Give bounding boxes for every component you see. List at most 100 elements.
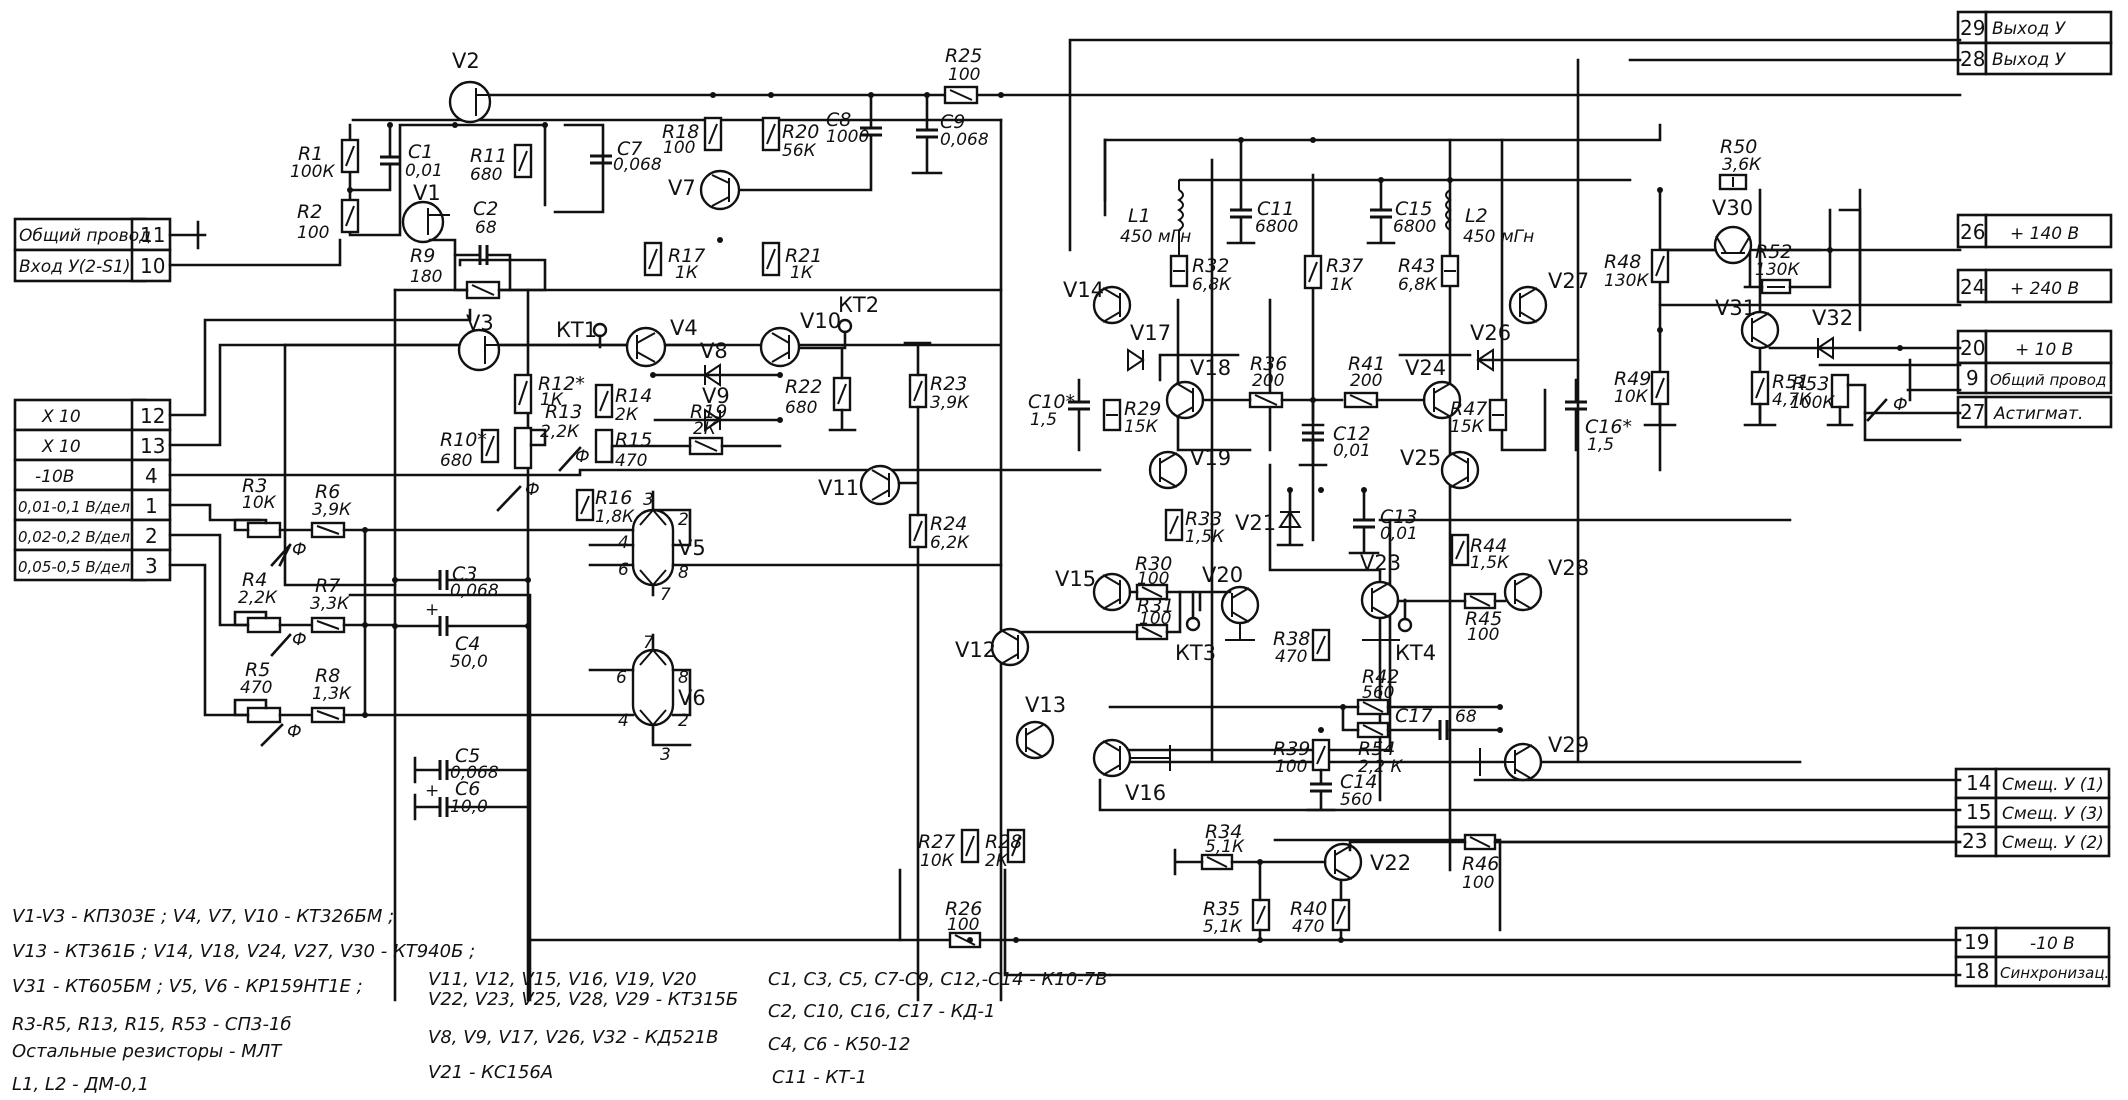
connector-pin: 18 (1964, 959, 1989, 983)
svg-text:4,7К: 4,7К (1772, 390, 1812, 410)
connector-pin: 2 (145, 524, 158, 548)
svg-text:1,5К: 1,5К (1185, 527, 1225, 547)
svg-text:560: 560 (1340, 790, 1372, 810)
svg-text:100: 100 (1467, 625, 1499, 645)
svg-text:68: 68 (1455, 707, 1477, 727)
svg-text:V20: V20 (1202, 563, 1243, 587)
svg-text:3: 3 (643, 490, 654, 510)
svg-text:100: 100 (297, 223, 329, 243)
svg-text:680: 680 (470, 165, 502, 185)
svg-text:L1: L1 (1128, 205, 1151, 227)
transistor-v28: V28 (1503, 556, 1589, 612)
svg-text:V30: V30 (1712, 196, 1753, 220)
test-point-kt2: КТ2 (798, 293, 879, 350)
svg-text:7: 7 (660, 585, 671, 605)
svg-text:200: 200 (1350, 371, 1382, 391)
svg-text:R30: R30 (1135, 553, 1172, 575)
svg-text:560: 560 (1362, 683, 1394, 703)
svg-text:0,068: 0,068 (450, 763, 499, 783)
svg-text:C4: C4 (455, 633, 480, 655)
svg-text:Ф: Ф (287, 722, 302, 742)
transistor-v18: V18 (1165, 356, 1231, 420)
svg-text:2,2 К: 2,2 К (1358, 757, 1403, 777)
svg-text:R39: R39 (1273, 738, 1310, 760)
svg-text:R18: R18 (662, 121, 699, 143)
svg-text:R35: R35 (1203, 898, 1240, 920)
connector-label: 0,02-0,2 В/дел (18, 528, 130, 546)
svg-text:450 мГн: 450 мГн (1463, 227, 1534, 247)
resistor-r12: R12*1К (513, 373, 585, 415)
svg-text:0,01: 0,01 (405, 161, 443, 181)
svg-text:3,6К: 3,6К (1722, 155, 1762, 175)
svg-text:C3: C3 (452, 563, 477, 585)
connector-pin: 15 (1966, 800, 1991, 824)
svg-text:C2: C2 (473, 198, 498, 220)
svg-text:2,2К: 2,2К (238, 588, 278, 608)
connector-label: + 140 В (2010, 224, 2079, 244)
svg-text:5,1К: 5,1К (1205, 837, 1245, 857)
svg-text:КТ4: КТ4 (1395, 641, 1436, 665)
connector-pin: 3 (145, 554, 158, 578)
transistor-v14: V14 (1063, 278, 1132, 325)
svg-text:R26: R26 (945, 898, 982, 920)
svg-text:+: + (425, 600, 439, 620)
svg-text:R27: R27 (918, 831, 955, 853)
transistor-v23: V23 (1360, 551, 1401, 641)
svg-text:180: 180 (410, 267, 442, 287)
transistor-v19: V19 (1148, 446, 1231, 490)
svg-text:10К: 10К (920, 851, 955, 871)
svg-text:R54: R54 (1358, 738, 1395, 760)
connector-block-output: 29 Выход У 28 Выход У (1956, 10, 2113, 76)
svg-text:R11: R11 (470, 145, 507, 167)
svg-text:R52: R52 (1755, 241, 1792, 263)
svg-text:1К: 1К (540, 390, 564, 410)
connector-pin: 9 (1966, 366, 1979, 390)
svg-text:470: 470 (615, 451, 647, 471)
connector-pin: 13 (140, 434, 165, 458)
svg-text:1,5: 1,5 (1587, 435, 1614, 455)
svg-text:680: 680 (785, 398, 817, 418)
svg-text:R22: R22 (785, 376, 822, 398)
svg-text:R1: R1 (298, 143, 323, 165)
svg-text:R45: R45 (1465, 608, 1502, 630)
svg-text:2К: 2К (615, 405, 639, 425)
svg-text:V26: V26 (1470, 321, 1511, 345)
svg-text:450 мГн: 450 мГн (1120, 227, 1191, 247)
note-line: L1, L2 - ДМ-0,1 (12, 1074, 149, 1095)
svg-text:C5: C5 (455, 745, 480, 767)
resistor-r6: R63,9К (310, 481, 635, 539)
connector-pin: 10 (140, 254, 165, 278)
svg-text:R41: R41 (1348, 353, 1385, 375)
svg-text:V27: V27 (1548, 269, 1589, 293)
svg-text:3,3К: 3,3К (310, 594, 350, 614)
svg-text:130К: 130К (1755, 260, 1800, 280)
svg-text:R48: R48 (1604, 251, 1641, 273)
svg-text:V22: V22 (1370, 851, 1411, 875)
connector-pin: 23 (1962, 829, 1987, 853)
svg-text:V18: V18 (1190, 356, 1231, 380)
svg-text:V6: V6 (678, 686, 706, 710)
svg-text:6: 6 (618, 560, 629, 580)
svg-text:R42: R42 (1362, 666, 1399, 688)
test-point-kt4: КТ4 (1395, 598, 1436, 665)
svg-text:КТ2: КТ2 (838, 293, 879, 317)
svg-text:R37: R37 (1326, 255, 1363, 277)
